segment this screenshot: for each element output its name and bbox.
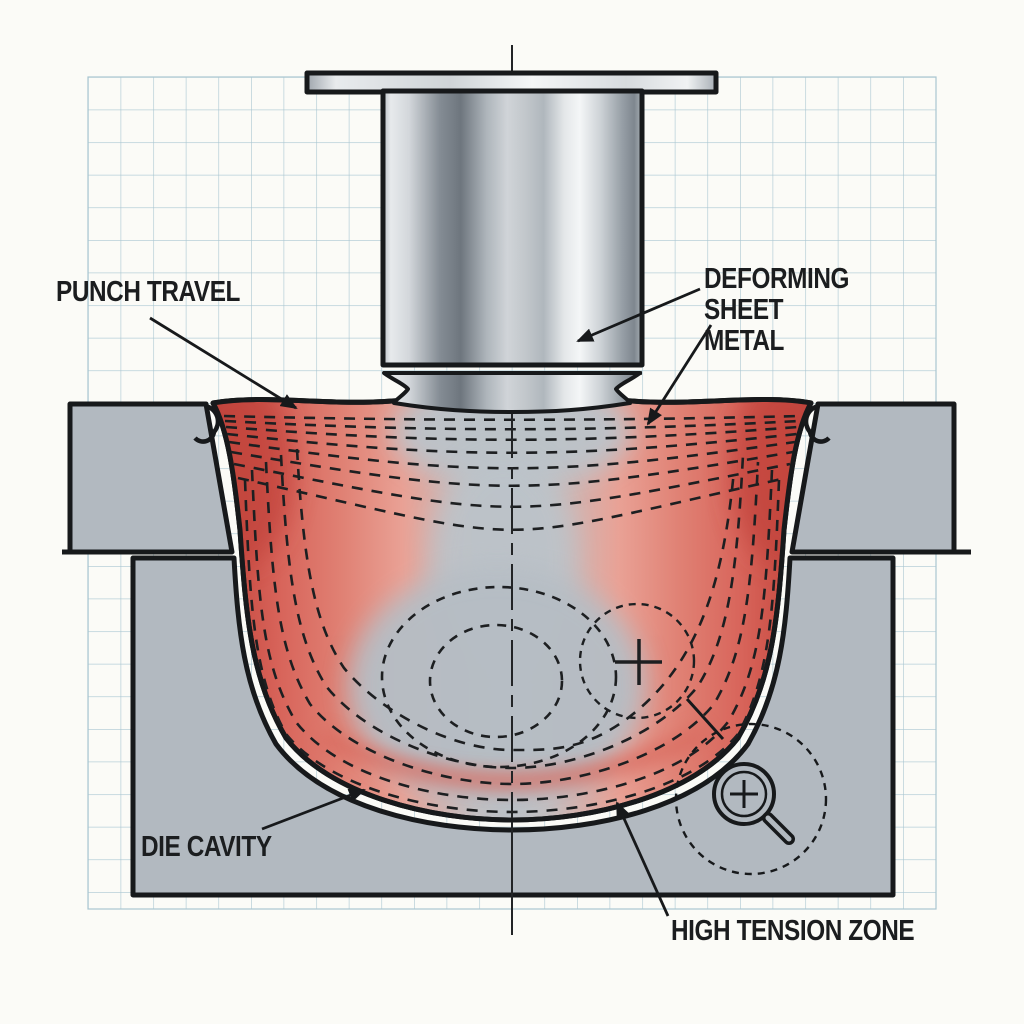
crosshair-icon xyxy=(578,602,696,720)
deforming-sheet-leader-sheet xyxy=(646,324,713,426)
die-cavity-block xyxy=(130,555,896,898)
die-block xyxy=(62,401,971,898)
deforming-sheet-leader-punch xyxy=(576,287,701,343)
leader-lines xyxy=(149,287,713,917)
punch xyxy=(304,70,719,414)
punch-travel-label: PUNCH TRAVEL xyxy=(56,276,240,308)
zoom-region-circle xyxy=(674,722,828,876)
deforming-sheet-metal-label: DEFORMING SHEET METAL xyxy=(704,263,850,357)
sheet-metal-cup xyxy=(210,397,814,823)
high-tension-zone-label: HIGH TENSION ZONE xyxy=(671,915,915,947)
magnifier-icon xyxy=(674,697,828,876)
die-radius-lip-left xyxy=(193,403,221,444)
punch-body xyxy=(380,88,645,368)
die-radius-lip-right xyxy=(803,403,831,444)
high-tension-leader xyxy=(615,801,670,917)
die-cavity-leader xyxy=(261,788,366,831)
die-cavity-label: DIE CAVITY xyxy=(141,831,272,863)
punch-tip xyxy=(382,371,642,414)
punch-travel-leader xyxy=(149,316,298,410)
